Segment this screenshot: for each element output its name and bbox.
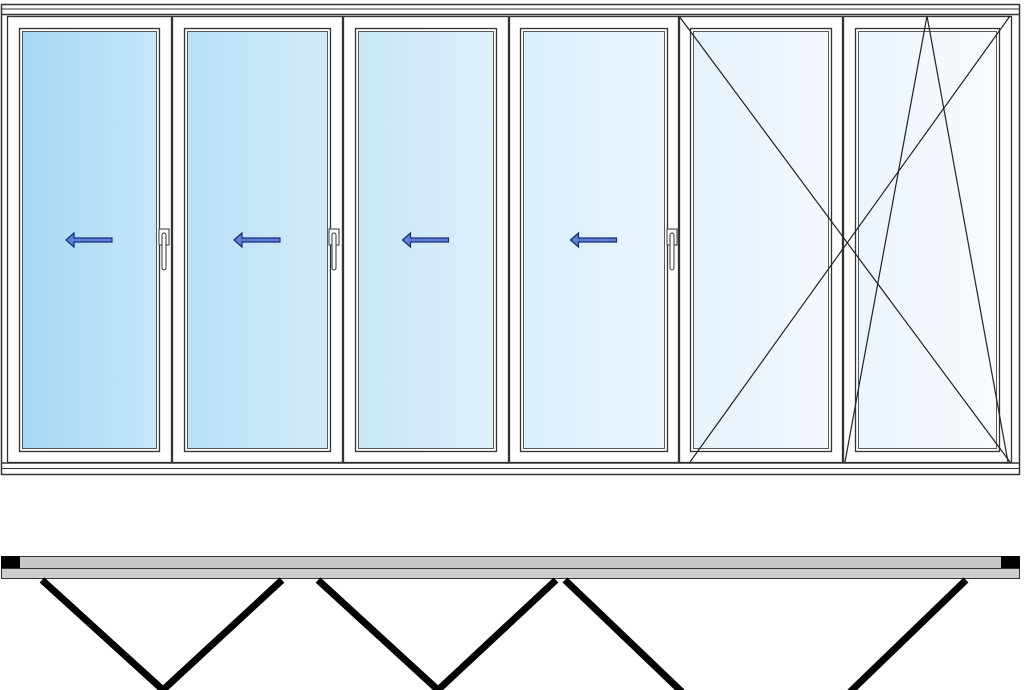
- sash-panel-2: [171, 15, 344, 464]
- track-lower: [1, 568, 1020, 579]
- folding-panels-plan: [39, 577, 969, 690]
- sash-panel-1: [6, 15, 173, 464]
- tilt-turn-opening-lines: [678, 15, 1011, 463]
- sash-panel-6: [842, 15, 1013, 464]
- opening-diagonal: [689, 15, 1011, 463]
- folded-panel-1: [39, 577, 166, 690]
- sash-panel-4: [508, 15, 680, 464]
- door-handle-icon[interactable]: [158, 228, 170, 271]
- opening-diagonal: [678, 15, 1011, 463]
- slide-direction-arrow-icon: [401, 231, 450, 249]
- folded-panel-5: [562, 577, 685, 690]
- slide-direction-arrow-icon: [65, 231, 113, 249]
- track-upper: [1, 556, 1020, 569]
- sash-panel-3: [342, 15, 520, 464]
- jamb-block-right: [1001, 556, 1020, 568]
- sashes: [6, 15, 1013, 464]
- door-handle-icon[interactable]: [666, 228, 678, 271]
- sash-panel-5: [678, 15, 855, 464]
- door-handle-icon[interactable]: [328, 228, 340, 271]
- folded-panel-3: [315, 577, 441, 690]
- glass-pane: [693, 31, 829, 449]
- tilt-triangle: [844, 15, 1009, 463]
- jamb-block-left: [1, 556, 20, 568]
- elevation-view: [0, 3, 1021, 476]
- slide-direction-arrow-icon: [569, 231, 618, 249]
- plan-view: [1, 556, 1020, 690]
- folded-panel-2: [160, 577, 285, 690]
- folded-panel-4: [435, 577, 559, 690]
- glass-pane: [858, 31, 997, 449]
- slide-direction-arrow-icon: [233, 231, 281, 249]
- folded-panel-6: [847, 577, 969, 690]
